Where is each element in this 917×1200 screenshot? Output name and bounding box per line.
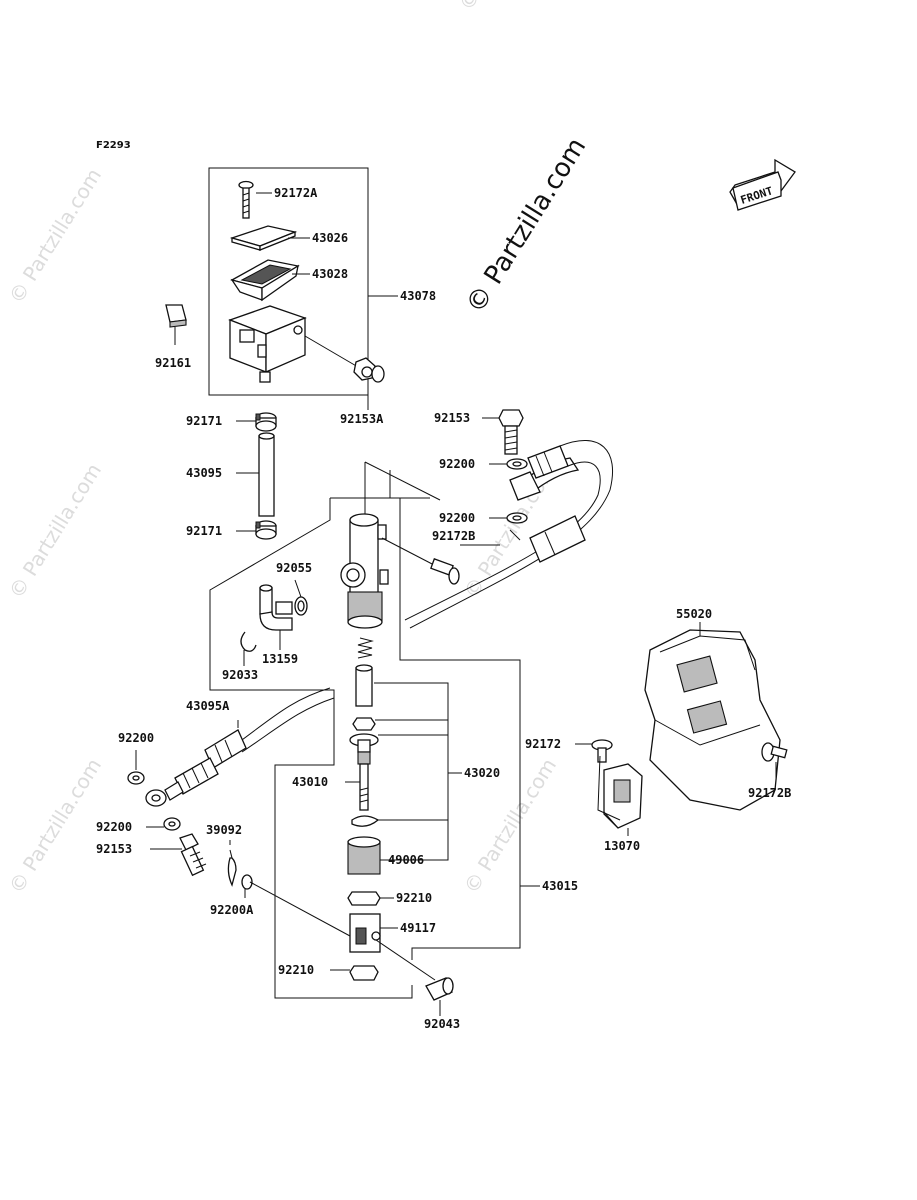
part-label-43020: 43020 xyxy=(464,766,500,780)
clevis-49117-icon xyxy=(349,913,381,953)
part-label-92153A: 92153A xyxy=(340,412,384,426)
master-cylinder-icon xyxy=(340,513,389,629)
bolt-92172B-right-icon xyxy=(761,742,788,762)
watermark-text: © Partzilla.com xyxy=(4,164,106,308)
brake-hose-icon xyxy=(404,440,614,629)
part-label-92172A: 92172A xyxy=(274,186,318,200)
watermark-text: © Partzilla.com xyxy=(4,459,106,603)
pad-92161-icon xyxy=(165,304,187,328)
watermark-text: © Partzilla.com xyxy=(4,754,106,898)
bolt-92172-icon xyxy=(591,739,613,763)
watermark-text: © Partzilla.com xyxy=(454,0,556,15)
part-label-92200A: 92200A xyxy=(210,903,254,917)
nut-92210-top-icon xyxy=(347,891,381,906)
part-label-92172: 92172 xyxy=(525,737,561,751)
part-label-92172B-top: 92172B xyxy=(432,529,475,543)
part-label-92055: 92055 xyxy=(276,561,312,575)
washer-92200-b-icon xyxy=(506,512,528,524)
hose-43095-icon xyxy=(258,432,275,517)
washer-92200A-icon xyxy=(241,874,351,937)
part-label-43015: 43015 xyxy=(542,879,578,893)
washer-92200-c-icon xyxy=(127,771,145,785)
bracket-13070-icon xyxy=(603,763,643,829)
spring-icon xyxy=(357,637,374,659)
part-label-43028: 43028 xyxy=(312,267,348,281)
bolt-92172B-top-icon xyxy=(381,537,460,585)
boot-49006-icon xyxy=(347,836,381,875)
watermark-layer: © Partzilla.com © Partzilla.com © Partzi… xyxy=(4,0,561,898)
part-label-13159: 13159 xyxy=(262,652,298,666)
bolt-92153A-icon xyxy=(304,335,385,383)
washer-92200-a-icon xyxy=(506,458,528,470)
banjo-bolt-92153-icon xyxy=(498,409,524,455)
clamp-92171-bottom-icon xyxy=(255,520,277,540)
part-label-92171-bottom: 92171 xyxy=(186,524,222,538)
part-label-49117: 49117 xyxy=(400,921,436,935)
part-label-43078: 43078 xyxy=(400,289,436,303)
guard-55020-icon xyxy=(644,629,781,811)
clamp-92171-top-icon xyxy=(255,412,277,432)
reservoir-body-icon xyxy=(228,305,307,383)
cotter-pin-39092-icon xyxy=(227,849,237,887)
reservoir-cap-43026-icon xyxy=(229,225,298,251)
pin-92043-icon xyxy=(375,939,454,1001)
diaphragm-43028-icon xyxy=(230,259,300,302)
part-label-39092: 39092 xyxy=(206,823,242,837)
part-label-43095: 43095 xyxy=(186,466,222,480)
front-arrow-icon: FRONT xyxy=(729,158,796,211)
figure-code: F2293 xyxy=(96,140,131,151)
screw-92172A-icon xyxy=(238,180,254,219)
circlip-92033-icon xyxy=(240,631,257,652)
oring-92055-icon xyxy=(294,596,308,616)
part-label-92200-d: 92200 xyxy=(96,820,132,834)
part-label-49006: 49006 xyxy=(388,853,424,867)
part-label-92161: 92161 xyxy=(155,356,191,370)
part-label-55020: 55020 xyxy=(676,607,712,621)
nut-92210-bottom-icon xyxy=(349,965,379,981)
elbow-13159-icon xyxy=(259,584,293,631)
part-label-92200-a: 92200 xyxy=(439,457,475,471)
part-label-92200-c: 92200 xyxy=(118,731,154,745)
part-label-43095A: 43095A xyxy=(186,699,230,713)
banjo-bolt-92153-bottom-icon xyxy=(179,833,207,877)
partzilla-watermark: © Partzilla.com xyxy=(460,133,592,319)
brake-hose-43095A-icon xyxy=(145,687,335,807)
part-label-92153-top: 92153 xyxy=(434,411,470,425)
part-label-43010: 43010 xyxy=(292,775,328,789)
part-label-92033: 92033 xyxy=(222,668,258,682)
part-label-92043: 92043 xyxy=(424,1017,460,1031)
part-label-92210-top: 92210 xyxy=(396,891,432,905)
washer-92200-d-icon xyxy=(163,817,181,831)
part-label-92210-bottom: 92210 xyxy=(278,963,314,977)
part-label-92153-bottom: 92153 xyxy=(96,842,132,856)
piston-parts-icon xyxy=(349,664,380,827)
part-label-43026: 43026 xyxy=(312,231,348,245)
part-label-92171-top: 92171 xyxy=(186,414,222,428)
part-label-13070: 13070 xyxy=(604,839,640,853)
part-label-92172B-right: 92172B xyxy=(748,786,791,800)
part-label-92200-b: 92200 xyxy=(439,511,475,525)
